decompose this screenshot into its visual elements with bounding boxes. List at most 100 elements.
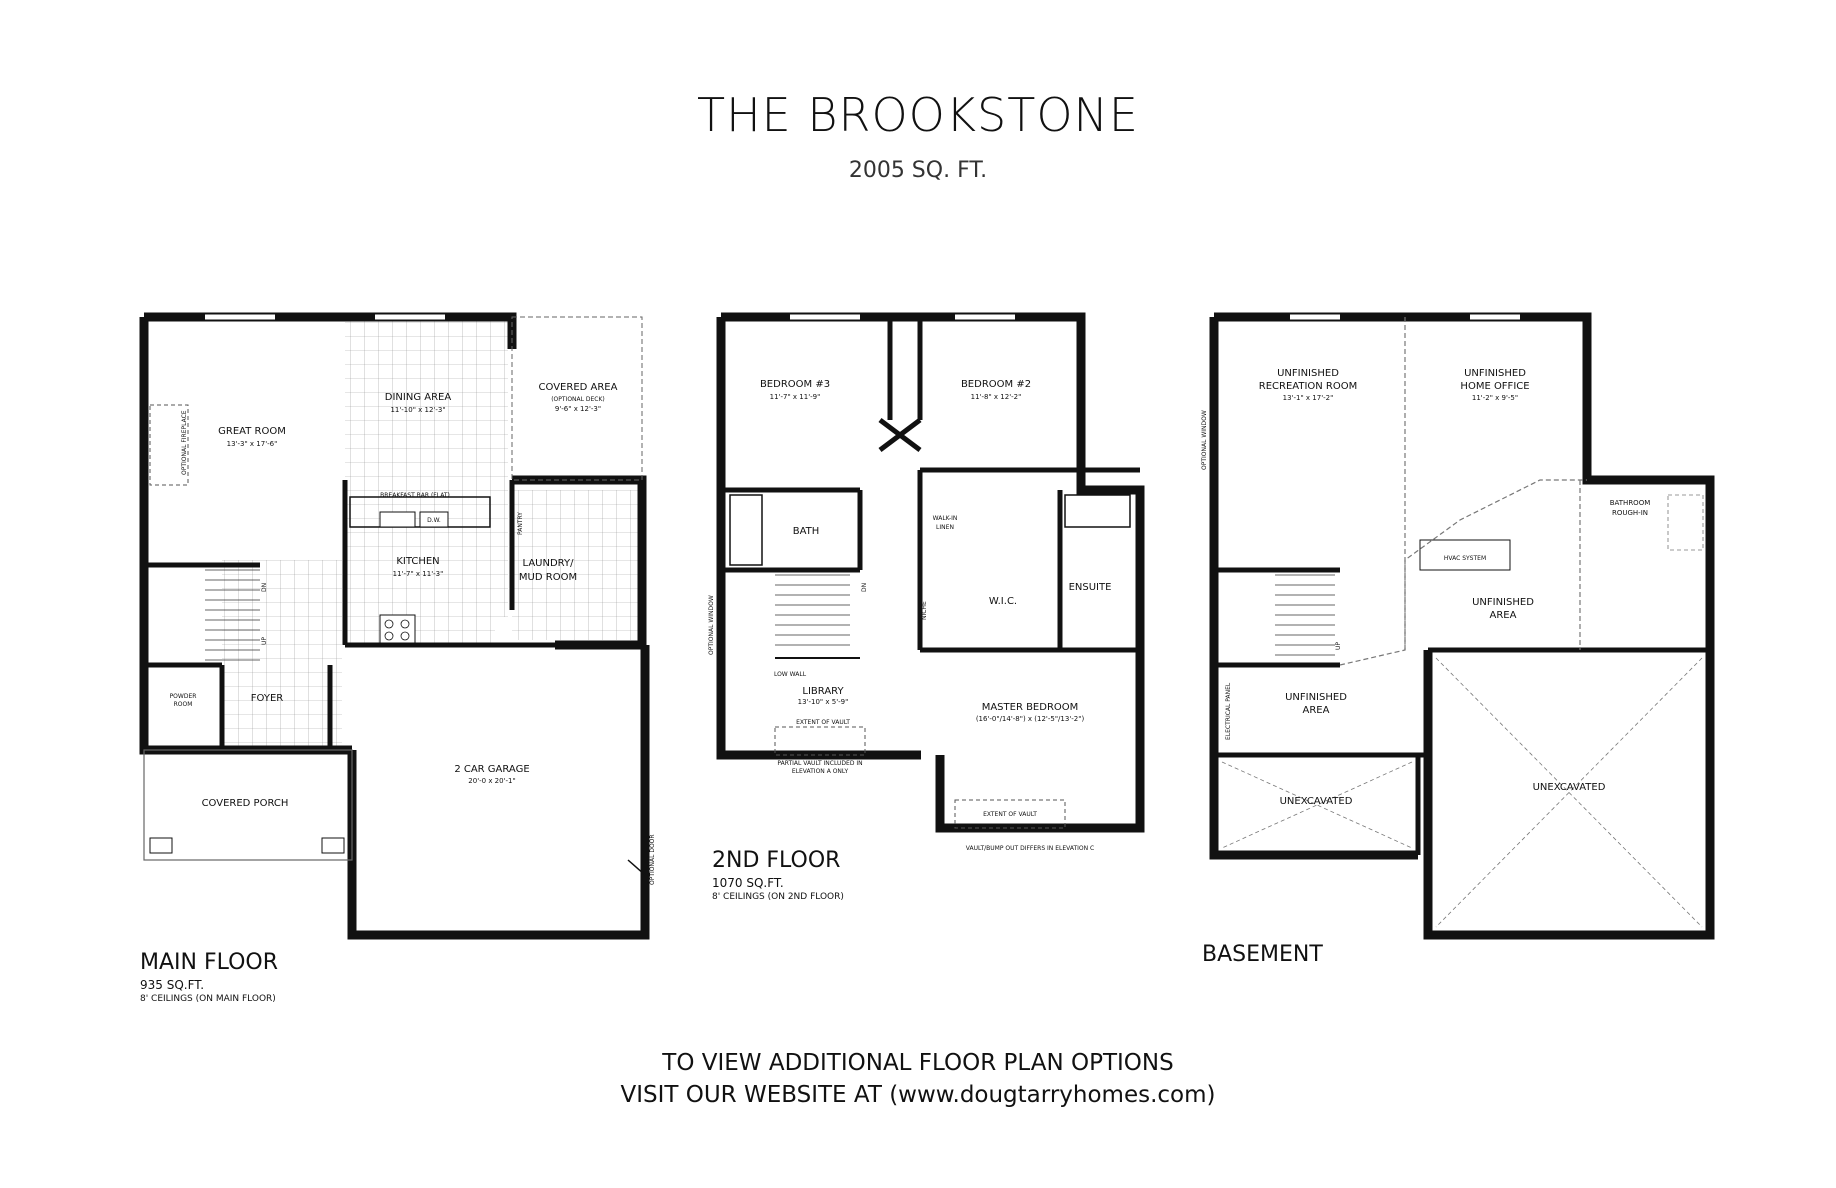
dining-label: DINING AREA [385, 392, 452, 403]
garage-wall [347, 645, 650, 940]
kitchen-dim: 11'-7" x 11'-3" [393, 570, 444, 578]
fireplace-label: OPTIONAL FIREPLACE [181, 410, 188, 475]
unfinished-area-label-2: AREA [1490, 610, 1517, 621]
optional-door-label: OPTIONAL DOOR [649, 834, 656, 885]
covered-area-outline [511, 316, 643, 481]
office-label: UNFINISHED [1464, 368, 1526, 379]
electrical-panel-label: ELECTRICAL PANEL [1225, 682, 1232, 740]
linen-label-2: LINEN [936, 524, 954, 531]
main-floor-plan: GREAT ROOM 13'-3" x 17'-6" OPTIONAL FIRE… [139, 312, 656, 940]
breakfast-bar-label: BREAKFAST BAR (FLAT) [380, 492, 450, 499]
fireplace-outline [149, 404, 189, 486]
hvac-unit [1419, 539, 1511, 571]
footer-line-2: VISIT OUR WEBSITE AT (www.dougtarryhomes… [620, 1082, 1216, 1108]
covered-area-note: (OPTIONAL DECK) [551, 396, 605, 403]
rec-dim: 13'-1" x 17'-2" [1283, 394, 1334, 402]
stove [379, 614, 416, 644]
powder-label-2: ROOM [174, 701, 193, 708]
basement-optional-window: OPTIONAL WINDOW [1201, 410, 1208, 470]
covered-area-label: COVERED AREA [539, 382, 618, 393]
foyer-tile [222, 560, 342, 750]
linen-label: WALK-IN [933, 515, 958, 522]
main-floor-area: 935 SQ.FT. [140, 978, 205, 992]
partial-vault-label: PARTIAL VAULT INCLUDED IN [777, 760, 862, 767]
main-dn-label: DN [261, 583, 268, 592]
second-floor-title: 2ND FLOOR [712, 848, 841, 873]
covered-area-dim: 9'-6" x 12'-3" [555, 405, 601, 413]
second-optional-window: OPTIONAL WINDOW [708, 595, 715, 655]
great-room-dim: 13'-3" x 17'-6" [227, 440, 278, 448]
extent-vault-2-label: EXTENT OF VAULT [983, 811, 1037, 818]
bed3-label: BEDROOM #3 [760, 379, 830, 390]
bath-rough-label: BATHROOM [1610, 499, 1651, 507]
garage-dim: 20'-0 x 20'-1" [468, 777, 515, 785]
main-up-label: UP [261, 637, 268, 645]
bed3-dim: 11'-7" x 11'-9" [770, 393, 821, 401]
basement-title: BASEMENT [1202, 942, 1323, 967]
vault-outline-2 [954, 799, 1066, 829]
unexcavated-small-label: UNEXCAVATED [1280, 796, 1353, 807]
kitchen-label: KITCHEN [396, 556, 439, 567]
dining-tile-edge [495, 317, 508, 617]
laundry-label: LAUNDRY/ [523, 558, 575, 569]
ensuite-tub [1064, 494, 1131, 528]
second-stairs [775, 574, 850, 646]
niche-label: NICHE [921, 601, 928, 620]
master-label: MASTER BEDROOM [982, 702, 1079, 713]
office-dim: 11'-2" x 9'-5" [1472, 394, 1518, 402]
basement-stairs [1275, 574, 1335, 656]
hvac-label: HVAC SYSTEM [1444, 555, 1486, 562]
rec-label: UNFINISHED [1277, 368, 1339, 379]
foyer-label: FOYER [251, 693, 284, 704]
library-label: LIBRARY [802, 686, 844, 697]
dw-label: D.W. [427, 517, 441, 524]
second-floor-area: 1070 SQ.FT. [712, 876, 784, 890]
garage-label: 2 CAR GARAGE [454, 764, 529, 775]
hall-cross [878, 418, 922, 452]
porch-label: COVERED PORCH [202, 798, 289, 809]
master-dim: (16'-0"/14'-8") x (12'-5"/13'-2") [976, 715, 1085, 723]
ensuite-label: ENSUITE [1069, 582, 1112, 593]
unfinished-area-b-label-2: AREA [1303, 705, 1330, 716]
second-floor-plan: BEDROOM #3 11'-7" x 11'-9" BEDROOM #2 11… [708, 312, 1145, 852]
basement-up-label: UP [1335, 642, 1342, 650]
footer-line-1: TO VIEW ADDITIONAL FLOOR PLAN OPTIONS [662, 1050, 1174, 1076]
second-floor-ceilings: 8' CEILINGS (ON 2ND FLOOR) [712, 892, 844, 902]
basement-plan: OPTIONAL WINDOW UNFINISHED RECREATION RO… [1201, 312, 1715, 940]
vault-outline [774, 726, 866, 756]
bed2-label: BEDROOM #2 [961, 379, 1031, 390]
wic-label: W.I.C. [989, 596, 1017, 607]
main-floor-title: MAIN FLOOR [140, 950, 279, 975]
rec-label-2: RECREATION ROOM [1259, 381, 1358, 392]
bath-rough-label-2: ROUGH-IN [1612, 509, 1648, 517]
total-area: 2005 SQ. FT. [848, 158, 988, 183]
bath-tub [729, 494, 763, 566]
dining-kitchen-tile [345, 317, 495, 647]
unexcavated-large-label: UNEXCAVATED [1533, 782, 1606, 793]
dining-dim: 11'-10" x 12'-3" [390, 406, 445, 414]
pantry-label: PANTRY [517, 512, 524, 535]
laundry-tile [512, 490, 642, 640]
partial-vault-label-2: ELEVATION A ONLY [792, 768, 849, 775]
extent-vault-label: EXTENT OF VAULT [796, 719, 850, 726]
porch-outline [143, 749, 353, 861]
dishwasher [419, 511, 449, 528]
great-room-label: GREAT ROOM [218, 426, 286, 437]
second-dn-label: DN [861, 583, 868, 592]
bed2-dim: 11'-8" x 12'-2" [971, 393, 1022, 401]
second-north-east-wall [721, 312, 1145, 833]
office-label-2: HOME OFFICE [1460, 381, 1529, 392]
laundry-label-2: MUD ROOM [519, 572, 577, 583]
main-floor-ceilings: 8' CEILINGS (ON MAIN FLOOR) [140, 994, 276, 1004]
basement-west-wall [1209, 317, 1418, 860]
powder-label: POWDER [170, 693, 197, 700]
unfinished-area-label: UNFINISHED [1472, 597, 1534, 608]
library-dim: 13'-10" x 5'-9" [798, 698, 849, 706]
main-stairs [205, 569, 260, 661]
plan-title: THE BROOKSTONE [696, 88, 1139, 142]
kitchen-sink [379, 511, 416, 528]
low-wall-label: LOW WALL [774, 671, 807, 678]
vault-bump-label: VAULT/BUMP OUT DIFFERS IN ELEVATION C [966, 845, 1094, 852]
bath-label: BATH [793, 526, 820, 537]
